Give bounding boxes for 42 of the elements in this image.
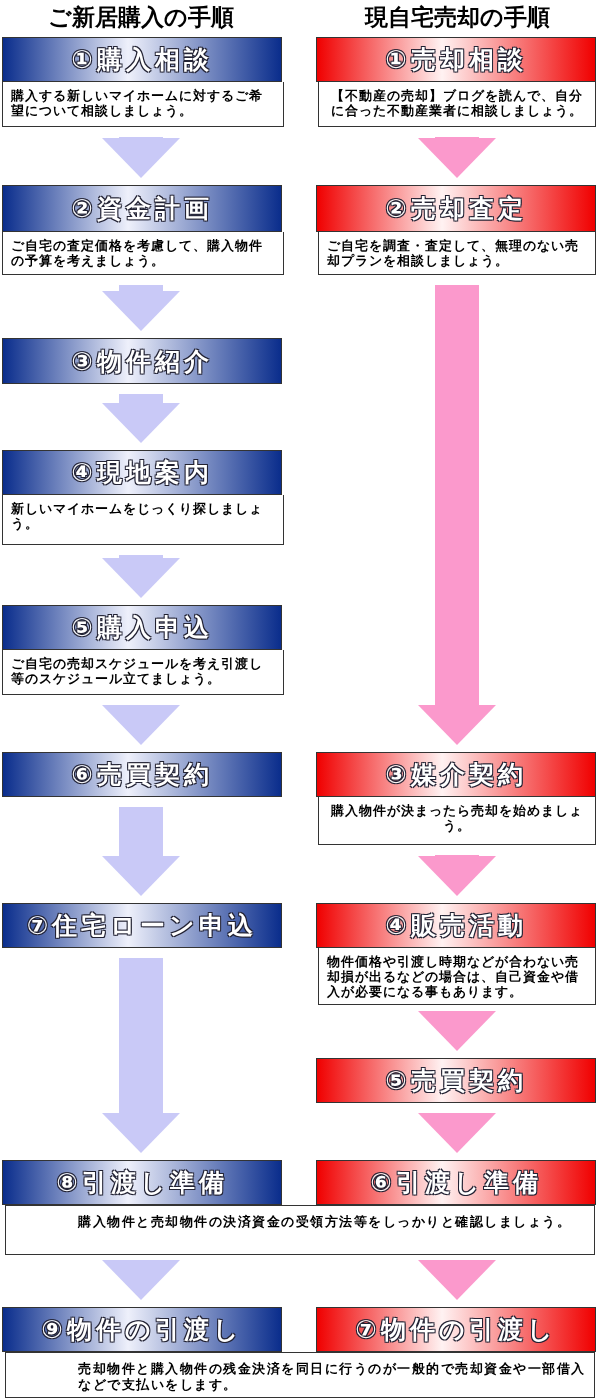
note-box: 購入物件と売却物件の決済資金の受領方法等をしっかりと確認しましょう。 (5, 1205, 595, 1255)
step-header: ⑦住宅ローン申込 (2, 903, 282, 948)
arrow (102, 137, 180, 178)
step-description: ご自宅の査定価格を考慮して、購入物件の予算を考えましょう。 (2, 232, 284, 275)
arrow (418, 137, 496, 178)
arrow (102, 807, 180, 896)
arrow (102, 285, 180, 331)
column-heading: ご新居購入の手順 (48, 3, 234, 32)
arrow (418, 1113, 496, 1153)
arrow (102, 705, 180, 745)
step-header: ④販売活動 (316, 903, 596, 948)
step-header: ④現地案内 (2, 450, 282, 495)
arrow (418, 1260, 496, 1300)
arrow (418, 855, 496, 896)
arrow (418, 285, 496, 745)
step-header: ③媒介契約 (316, 752, 596, 797)
step-description: 物件価格や引渡し時期などが合わない売却損が出るなどの場合は、自己資金や借入が必要になる事もあります。 (318, 948, 596, 1005)
step-header: ⑦物件の引渡し (316, 1307, 596, 1352)
step-header: ⑥売買契約 (2, 752, 282, 797)
step-header: ①売却相談 (316, 37, 596, 82)
step-description: 新しいマイホームをじっくり探しましょう。 (2, 495, 284, 545)
arrow (418, 1011, 496, 1051)
step-header: ③物件紹介 (2, 338, 282, 384)
step-header: ②売却査定 (316, 185, 596, 232)
note-box: 売却物件と購入物件の残金決済を同日に行うのが一般的で売却資金や一部借入などで支払いをします。 (5, 1352, 595, 1398)
step-description: ご自宅を調査・査定して、無理のない売却プランを相談しましょう。 (318, 232, 596, 275)
step-description: 【不動産の売却】ブログを読んで、自分に合った不動産業者に相談しましょう。 (318, 82, 596, 127)
arrow (102, 958, 180, 1153)
step-header: ⑤購入申込 (2, 605, 282, 650)
step-header: ②資金計画 (2, 185, 282, 232)
step-header: ⑨物件の引渡し (2, 1307, 282, 1352)
step-header: ⑥引渡し準備 (316, 1160, 596, 1205)
step-description: ご自宅の売却スケジュールを考え引渡し等のスケジュール立てましょう。 (2, 650, 284, 695)
arrow (102, 1260, 180, 1300)
column-heading: 現自宅売却の手順 (364, 3, 550, 32)
step-header: ①購入相談 (2, 37, 282, 82)
step-header: ⑧引渡し準備 (2, 1160, 282, 1205)
arrow (102, 394, 180, 443)
step-description: 購入する新しいマイホームに対するご希望について相談しましょう。 (2, 82, 284, 127)
arrow (102, 555, 180, 598)
step-description: 購入物件が決まったら売却を始めましょう。 (318, 797, 596, 845)
step-header: ⑤売買契約 (316, 1058, 596, 1103)
